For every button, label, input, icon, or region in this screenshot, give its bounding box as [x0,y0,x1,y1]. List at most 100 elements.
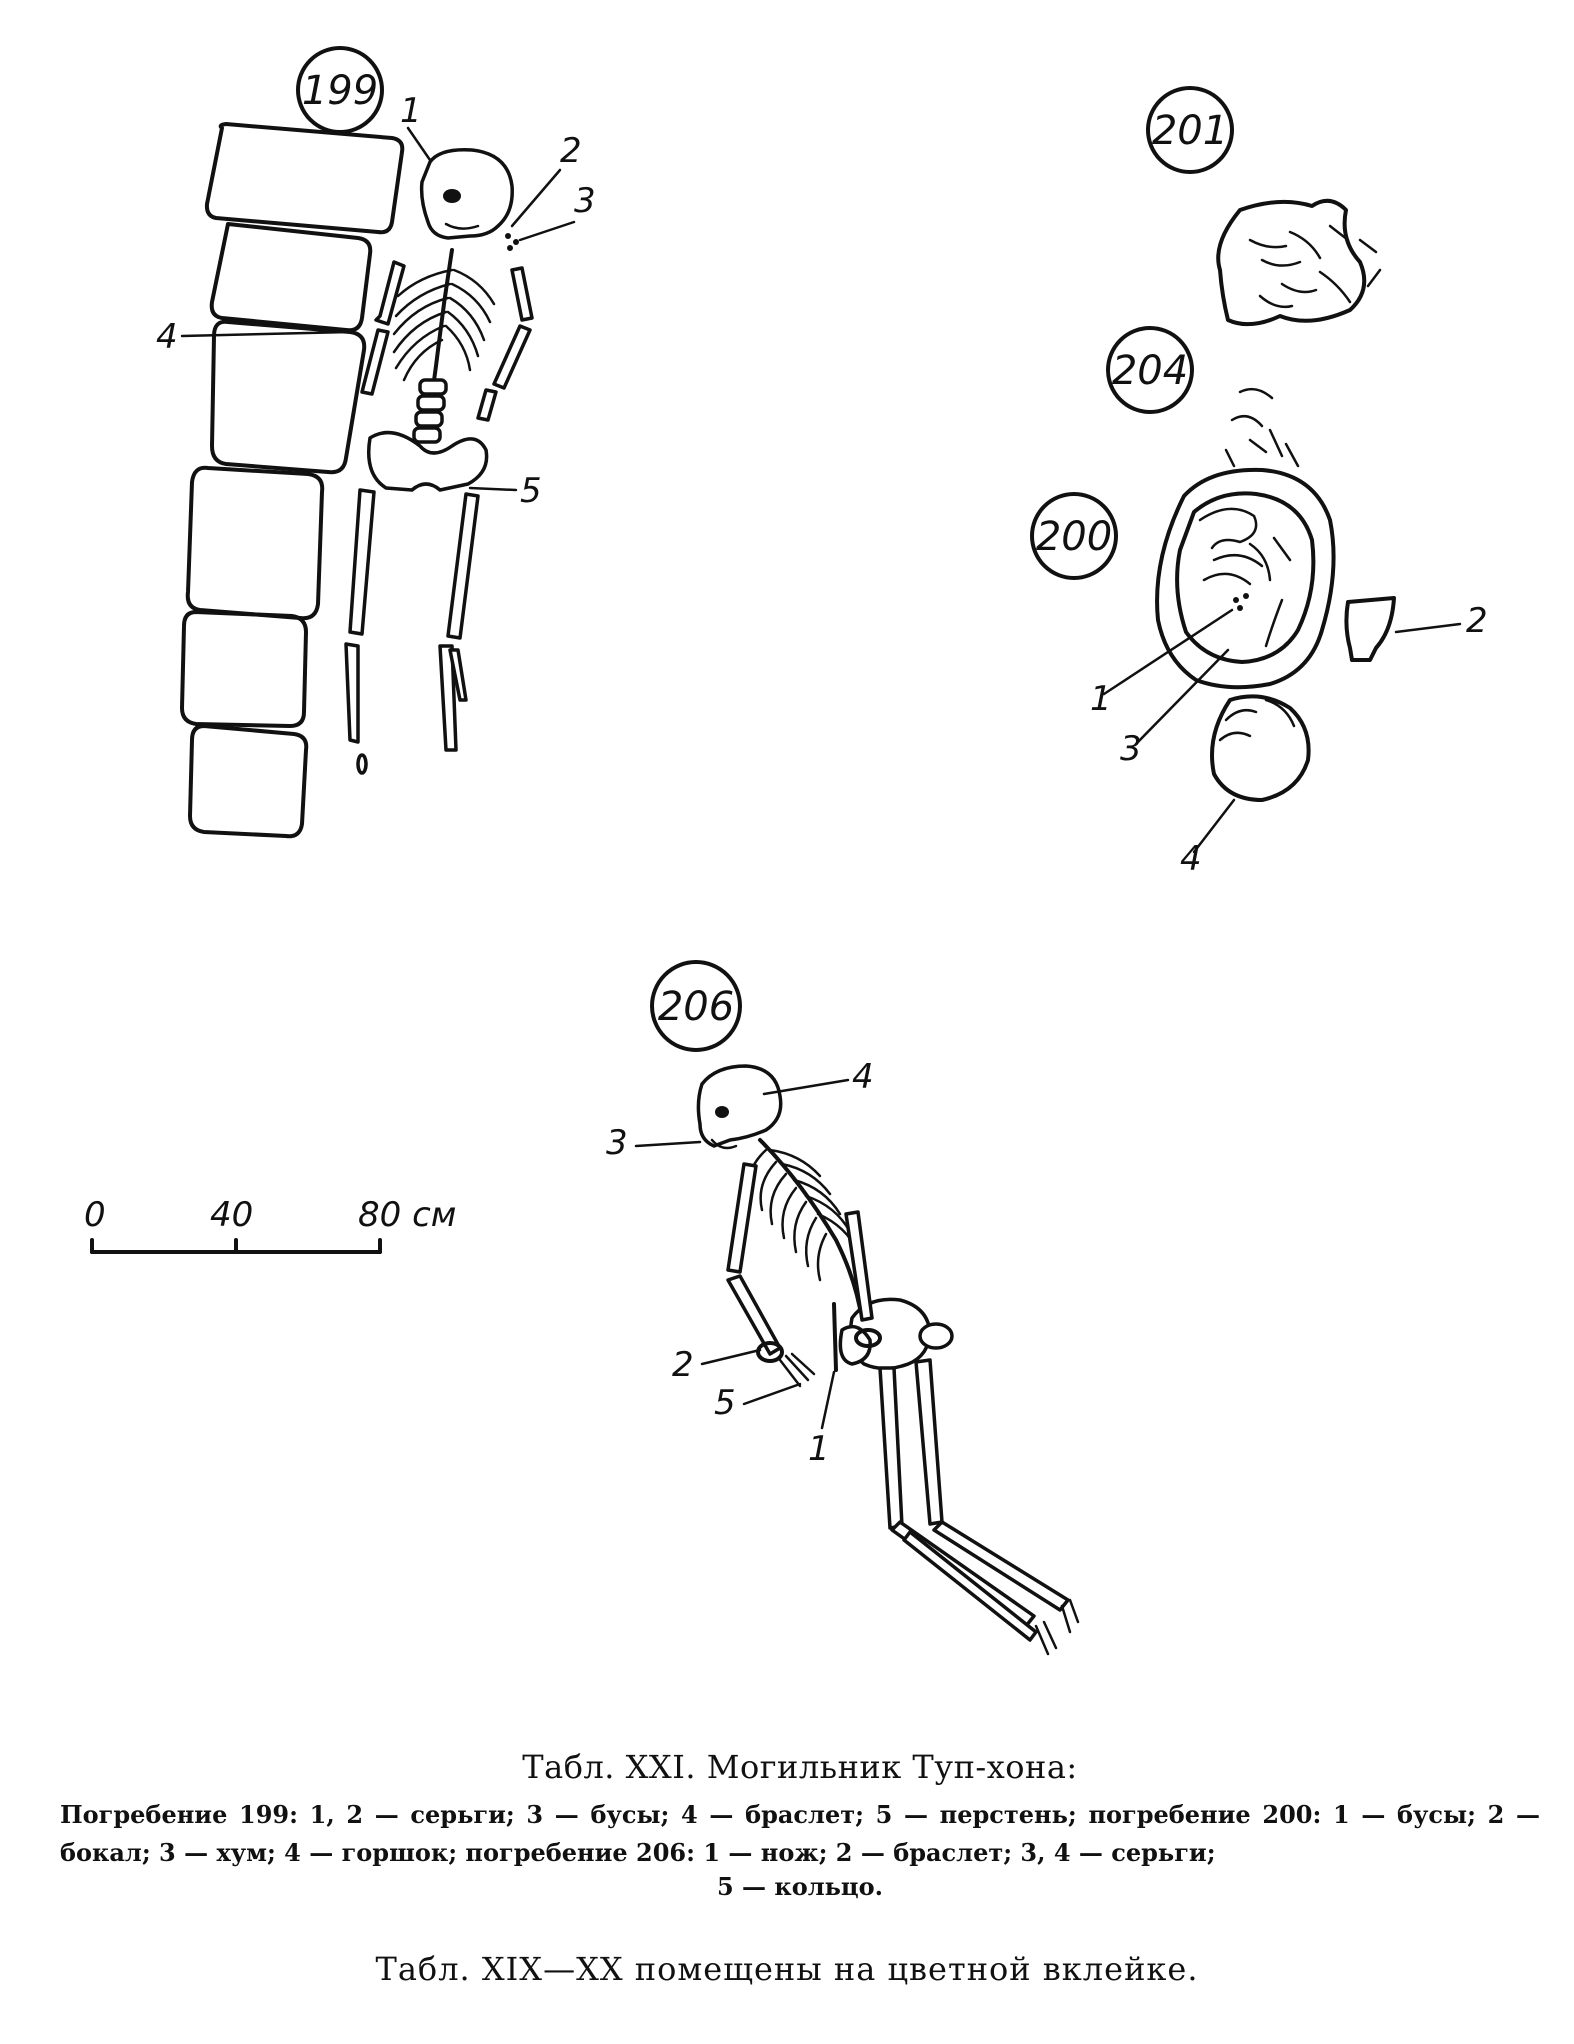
footer-note: Табл. XIX—XX помещены на цветной вклейке… [375,1950,1199,1988]
label-199-1: 1 [400,91,422,131]
pot [1210,694,1311,802]
scale-ticks [90,1238,382,1254]
leader-line [1134,648,1230,746]
leader-line [1192,798,1236,854]
label-199-4: 4 [156,317,178,357]
stone-slab [188,724,309,839]
bone-fragments-204 [1224,387,1300,468]
ribs [392,268,496,382]
eye-socket [443,189,461,203]
label-206-1: 1 [808,1429,830,1469]
pot-bones [1218,698,1296,742]
bone-fragments [1248,224,1382,309]
leader-line [820,1370,836,1430]
leader-line [510,168,562,228]
pelvis [367,430,489,492]
scale-bar: 0 40 80 см [84,1195,456,1254]
skeleton-206 [696,1064,1080,1656]
hand-bones [778,1352,816,1388]
leader-line [180,330,352,338]
fibula-right [448,648,468,702]
stone-slab [204,122,405,235]
knife [832,1302,838,1372]
skull [419,148,514,240]
jaw [710,1138,738,1150]
bone-cluster-201 [1216,198,1367,327]
femur-left [878,1366,904,1530]
label-199-2: 2 [560,131,582,171]
caption-block: Табл. XXI. Могильник Туп-хона: Погребени… [50,1748,1550,1901]
leader-line [518,220,576,242]
fibula-left [902,1530,1038,1642]
tibia-left [344,642,360,744]
femur-right [914,1358,944,1526]
ring [854,1328,882,1348]
leader-line [762,1078,850,1096]
stone-slab [185,465,325,621]
labels-199: 1 2 3 4 5 [156,91,596,511]
burial-number-200: 200 [1036,514,1112,560]
label-206-3: 3 [606,1123,628,1163]
label-206-4: 4 [852,1057,874,1097]
hand-right [476,388,498,422]
burial-200: 200 1 2 3 4 [1030,467,1488,879]
sacrum [838,1324,872,1366]
burial-199: 199 [156,46,596,839]
skull [696,1064,783,1148]
eye-socket [715,1106,729,1118]
forearm-left [360,328,390,396]
caption-legend: Погребение 199: 1, 2 — серьги; 3 — бусы;… [60,1800,1540,1867]
stone-slab [180,610,308,728]
humerus-right [844,1210,874,1322]
burial-number-circle-201 [1146,86,1234,174]
stone-slab [210,319,367,475]
burial-number-circle-204 [1106,326,1194,414]
leader-line [1102,608,1234,696]
tibia-right [438,644,458,752]
forearm-right [492,324,532,390]
scale-tick-40: 40 [210,1195,253,1235]
burial-number-206: 206 [658,984,734,1030]
hum-jar [1155,467,1336,690]
scale-tick-80: 80 см [358,1195,456,1235]
label-206-5: 5 [714,1383,736,1423]
leader-line [1394,622,1462,634]
femur-head [918,1322,954,1350]
skeleton-199 [344,148,534,775]
vertebrae [412,378,448,444]
burial-number-circle-206 [650,960,742,1052]
leader-line [700,1348,762,1366]
label-199-5: 5 [520,471,542,511]
leader-line [634,1140,702,1148]
beads [505,233,519,251]
goblet [1344,596,1396,662]
beads [1233,593,1249,611]
femur-left [348,488,376,636]
burial-number-circle-200 [1030,492,1118,580]
stone-slab [209,222,373,333]
label-200-3: 3 [1120,729,1142,769]
bones-inside-hum [1198,507,1292,648]
humerus-left [374,260,406,326]
burial-204: 204 [1106,326,1300,468]
leader-line [468,486,518,492]
stone-slabs [180,122,405,839]
label-199-3: 3 [574,181,596,221]
bracelet [756,1341,784,1363]
scale-tick-0: 0 [84,1195,106,1235]
plate-drawing: 199 [84,46,1488,1656]
label-200-2: 2 [1466,601,1488,641]
foot-bones [1034,1598,1080,1656]
femur-right [446,492,480,640]
leader-line [406,126,432,162]
label-200-1: 1 [1090,679,1112,719]
humerus-right [510,266,534,322]
foot-bone [356,753,368,775]
burial-number-199: 199 [302,68,378,114]
label-206-2: 2 [672,1345,694,1385]
burial-201: 201 [1146,86,1382,327]
burial-number-204: 204 [1112,348,1188,394]
caption-legend-end: 5 — кольцо. [716,1872,884,1901]
ribs [747,1148,860,1282]
caption-title: Табл. XXI. Могильник Туп-хона: [522,1748,1078,1786]
